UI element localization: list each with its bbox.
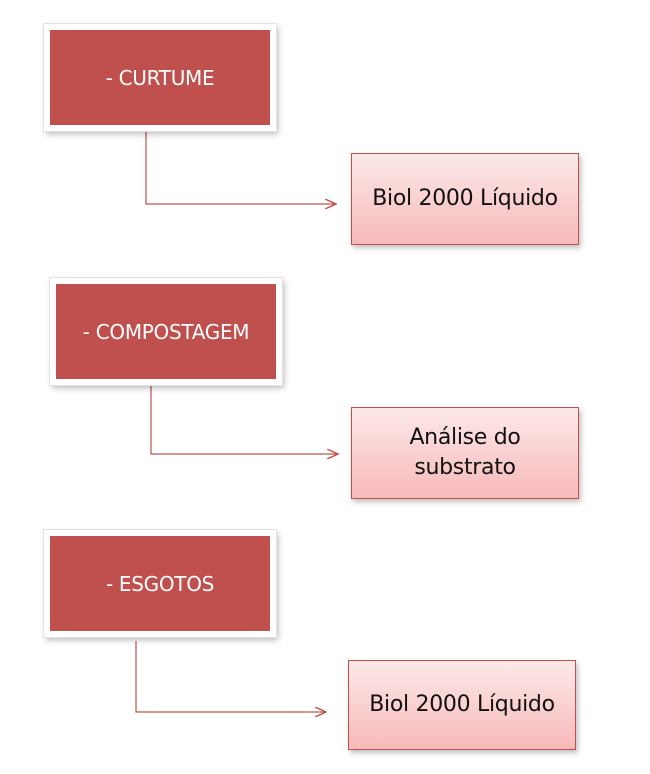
connector-arrow-compostagem xyxy=(150,383,338,454)
target-label-compostagem-line-2: substrato xyxy=(414,455,516,480)
source-label-esgotos: - ESGOTOS xyxy=(105,571,215,596)
source-box-curtume: - CURTUME xyxy=(44,24,276,131)
target-box-curtume: Biol 2000 Líquido xyxy=(351,153,579,245)
connector-arrow-curtume xyxy=(145,129,336,204)
target-label-compostagem-line-1: Análise do xyxy=(409,425,521,451)
target-box-compostagem: Análise do substrato xyxy=(351,407,579,499)
connector-arrow-esgotos xyxy=(135,641,326,712)
target-label-curtume: Biol 2000 Líquido xyxy=(372,186,558,212)
source-label-compostagem: - COMPOSTAGEM xyxy=(82,319,250,344)
source-box-compostagem: - COMPOSTAGEM xyxy=(50,278,282,385)
target-box-esgotos: Biol 2000 Líquido xyxy=(348,660,576,750)
source-box-esgotos: - ESGOTOS xyxy=(44,530,276,637)
source-label-curtume: - CURTUME xyxy=(105,65,215,90)
target-label-esgotos: Biol 2000 Líquido xyxy=(369,692,555,718)
